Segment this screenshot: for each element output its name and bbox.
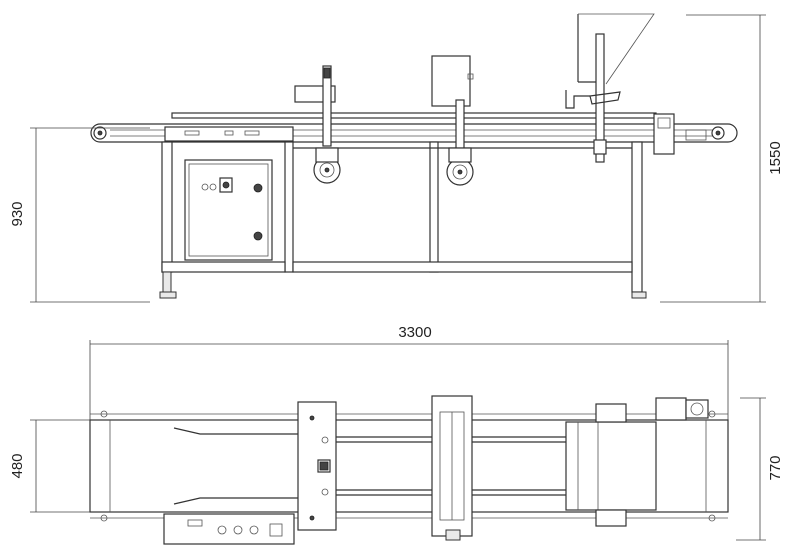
- indicator-lamp: [253, 183, 263, 193]
- side-frame-plate: [164, 126, 294, 142]
- left-bracket: [297, 401, 337, 531]
- dim-label-930: 930: [9, 201, 26, 226]
- lower-cross-bar: [292, 261, 633, 273]
- dim-label-3300: 3300: [398, 324, 431, 341]
- guide-rail-lower: [173, 497, 300, 505]
- right-foot: [631, 291, 647, 299]
- reject-arm-post: [595, 33, 605, 163]
- top-control-panel: [163, 513, 295, 545]
- control-cabinet: [184, 159, 273, 261]
- dim-label-770: 770: [767, 455, 784, 480]
- top-drive-motor: [655, 397, 687, 421]
- top-view: [30, 340, 766, 545]
- sensor-post-1: [322, 65, 332, 147]
- guide-rail-upper: [173, 427, 300, 435]
- left-foot: [159, 291, 177, 299]
- reject-arm: [565, 90, 590, 109]
- right-leg: [631, 141, 643, 293]
- left-leg: [161, 141, 173, 273]
- belt-top-rail: [171, 112, 657, 119]
- drive-motor: [653, 113, 675, 155]
- printer-box: [431, 55, 471, 107]
- dim-label-1550: 1550: [767, 141, 784, 174]
- front-view: [30, 13, 766, 303]
- sensor-post-2: [455, 99, 465, 149]
- reject-unit: [565, 421, 657, 511]
- dim-label-480: 480: [9, 453, 26, 478]
